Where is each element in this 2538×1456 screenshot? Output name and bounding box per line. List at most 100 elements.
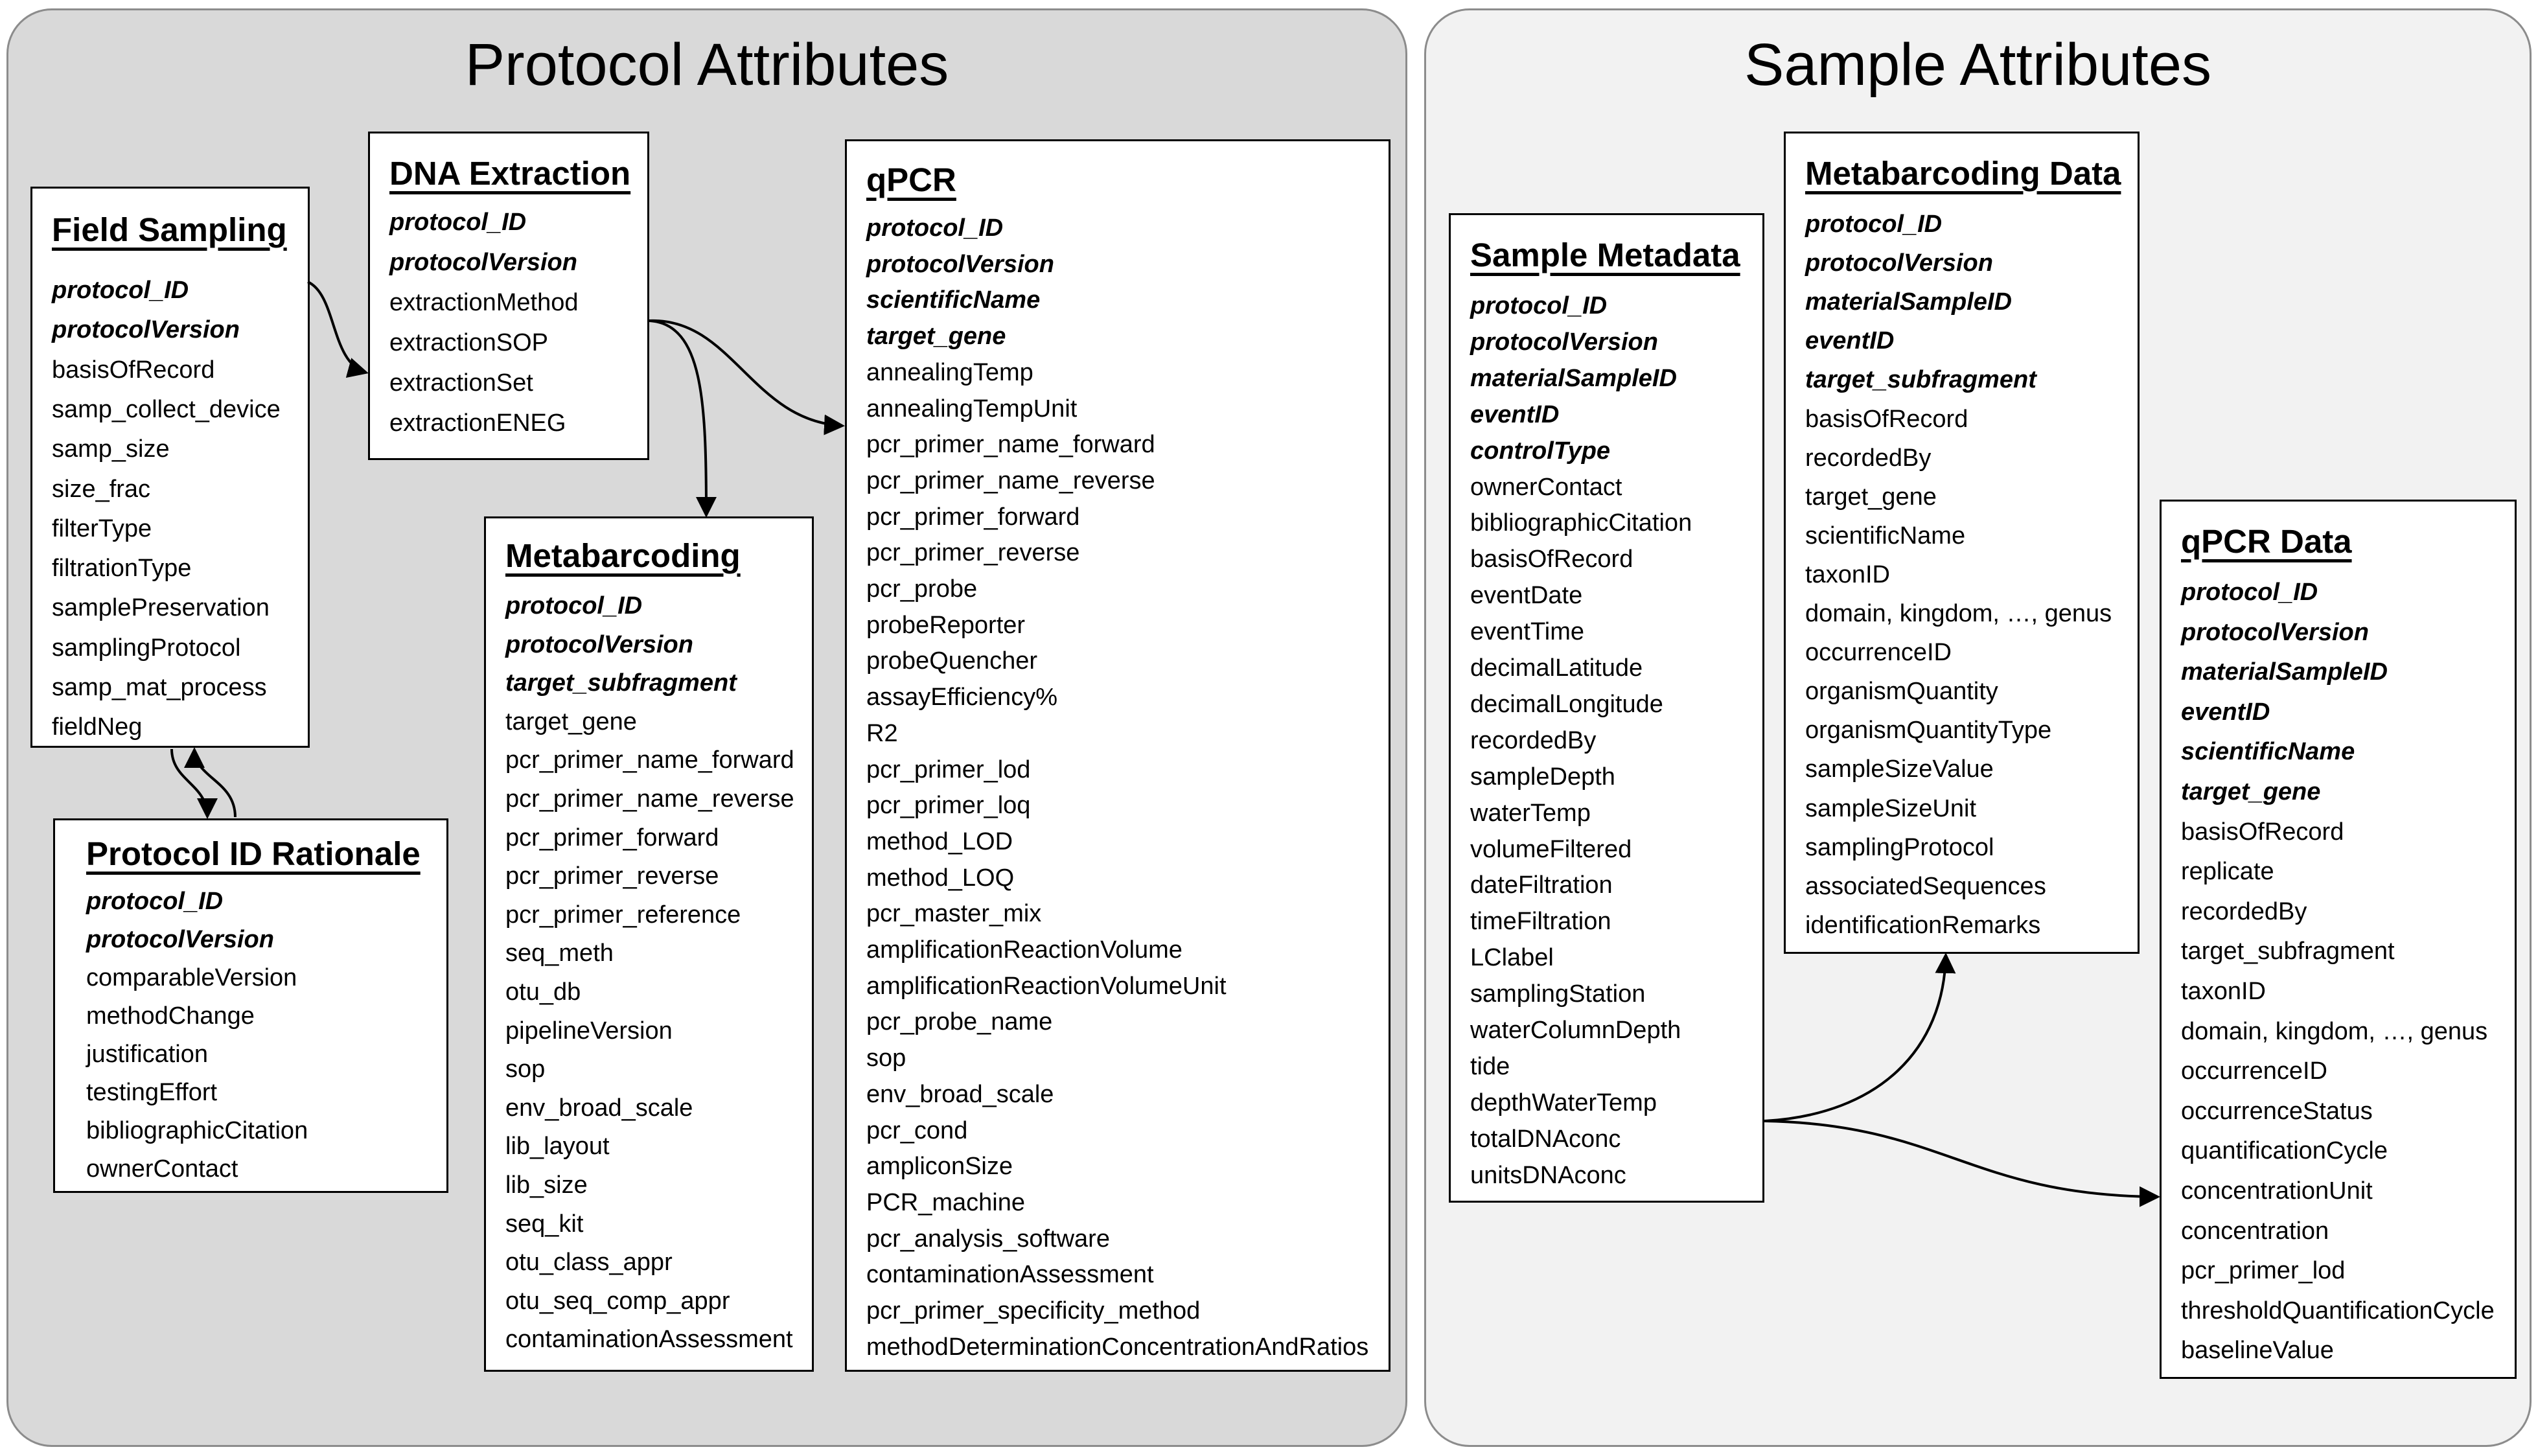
key-field: target_gene — [2181, 778, 2321, 805]
attribute-field: R2 — [866, 719, 898, 747]
attribute-field: tide — [1470, 1052, 1510, 1080]
attribute-field: pcr_primer_name_reverse — [505, 785, 794, 813]
attribute-field: quantificationCycle — [2181, 1137, 2388, 1165]
attribute-field: pcr_cond — [866, 1116, 968, 1144]
key-field: protocolVersion — [389, 249, 577, 276]
arrow-field-sampling-to-rationale — [170, 748, 218, 819]
attribute-field: target_gene — [1805, 483, 1937, 511]
attribute-field: env_broad_scale — [505, 1094, 693, 1122]
attribute-field: unitsDNAconc — [1470, 1161, 1626, 1189]
arrow-dna-extraction-to-metabarcoding — [649, 319, 717, 518]
attribute-field: extractionMethod — [389, 289, 579, 316]
attribute-field: dateFiltration — [1470, 872, 1613, 899]
key-field: protocolVersion — [505, 630, 693, 658]
attribute-field: occurrenceStatus — [2181, 1097, 2373, 1125]
attribute-field: samplingProtocol — [1805, 833, 1994, 861]
attribute-field: scientificName — [1805, 522, 1966, 549]
attribute-field: annealingTempUnit — [866, 395, 1078, 422]
attribute-field: env_broad_scale — [866, 1080, 1054, 1108]
attribute-field: pcr_primer_lod — [2181, 1257, 2346, 1285]
attribute-field: identificationRemarks — [1805, 911, 2041, 939]
attribute-field: pcr_master_mix — [866, 900, 1042, 928]
attribute-field: pcr_primer_specificity_method — [866, 1297, 1201, 1324]
key-field: protocol_ID — [866, 214, 1004, 242]
attribute-field: sampleSizeUnit — [1805, 794, 1976, 822]
qpcr-data-title: qPCR Data — [2181, 523, 2352, 560]
key-field: target_subfragment — [505, 669, 737, 697]
arrow-dna-extraction-to-qpcr — [649, 319, 845, 435]
attribute-field: pipelineVersion — [505, 1017, 673, 1045]
key-field: protocolVersion — [1805, 249, 1993, 277]
key-field: target_subfragment — [1805, 366, 2036, 394]
attribute-field: fieldNeg — [52, 713, 143, 741]
attribute-field: otu_db — [505, 978, 581, 1006]
metabarcoding-data-title: Metabarcoding Data — [1805, 155, 2121, 192]
attribute-field: annealingTemp — [866, 358, 1033, 386]
attribute-field: amplificationReactionVolume — [866, 936, 1182, 964]
attribute-field: recordedBy — [2181, 897, 2307, 925]
attribute-field: associatedSequences — [1805, 872, 2046, 900]
attribute-field: method_LOQ — [866, 864, 1015, 892]
attribute-field: otu_class_appr — [505, 1249, 673, 1277]
attribute-field: samplingProtocol — [52, 634, 241, 662]
attribute-field: decimalLatitude — [1470, 654, 1643, 682]
attribute-field: basisOfRecord — [2181, 818, 2344, 846]
attribute-field: seq_meth — [505, 940, 614, 967]
attribute-field: LClabel — [1470, 944, 1554, 972]
attribute-field: sampleSizeValue — [1805, 756, 1994, 783]
attribute-field: sop — [505, 1056, 546, 1083]
sample-metadata-title: Sample Metadata — [1470, 237, 1740, 273]
key-field: protocol_ID — [86, 888, 224, 915]
attribute-field: assayEfficiency% — [866, 684, 1057, 711]
attribute-field: seq_kit — [505, 1210, 584, 1238]
attribute-field: samp_mat_process — [52, 674, 267, 701]
attribute-field: taxonID — [1805, 560, 1890, 588]
attribute-field: methodChange — [86, 1002, 255, 1030]
key-field: target_gene — [866, 323, 1006, 351]
attribute-field: totalDNAconc — [1470, 1125, 1621, 1153]
key-field: protocolVersion — [866, 250, 1054, 278]
key-field: controlType — [1470, 437, 1611, 465]
arrow-rationale-to-field-sampling — [184, 747, 236, 818]
attribute-field: target_gene — [505, 708, 637, 735]
attribute-field: pcr_primer_forward — [505, 824, 719, 851]
attribute-field: method_LOD — [866, 827, 1013, 855]
key-field: protocol_ID — [1470, 292, 1608, 319]
attribute-field: pcr_primer_reverse — [866, 539, 1080, 567]
attribute-field: basisOfRecord — [1470, 546, 1633, 573]
attribute-field: replicate — [2181, 858, 2274, 886]
attribute-field: waterTemp — [1470, 799, 1591, 827]
attribute-field: size_frac — [52, 475, 151, 503]
key-field: protocol_ID — [2181, 579, 2318, 606]
attribute-field: bibliographicCitation — [86, 1117, 308, 1144]
attribute-field: basisOfRecord — [1805, 405, 1968, 433]
attribute-field: sampleDepth — [1470, 763, 1615, 791]
attribute-field: ampliconSize — [866, 1153, 1013, 1181]
key-field: eventID — [1470, 400, 1560, 428]
attribute-field: bibliographicCitation — [1470, 509, 1692, 537]
attribute-field: organismQuantityType — [1805, 717, 2052, 745]
attribute-field: pcr_primer_reverse — [505, 862, 719, 890]
key-field: protocolVersion — [2181, 618, 2369, 646]
attribute-field: occurrenceID — [1805, 639, 1952, 667]
attribute-field: occurrenceID — [2181, 1057, 2327, 1085]
key-field: materialSampleID — [1805, 288, 2012, 316]
attribute-field: pcr_primer_loq — [866, 792, 1031, 820]
attribute-field: thresholdQuantificationCycle — [2181, 1297, 2495, 1324]
attribute-field: extractionSOP — [389, 329, 548, 356]
attribute-field: pcr_primer_name_reverse — [866, 467, 1155, 494]
attribute-field: pcr_primer_lod — [866, 756, 1031, 783]
metabarcoding-title: Metabarcoding — [505, 537, 741, 574]
key-field: scientificName — [866, 286, 1041, 314]
protocol-id-rationale-title: Protocol ID Rationale — [86, 835, 421, 872]
attribute-field: organismQuantity — [1805, 678, 1998, 706]
attribute-field: pcr_primer_name_forward — [505, 746, 794, 774]
attribute-field: lib_size — [505, 1172, 588, 1199]
attribute-field: amplificationReactionVolumeUnit — [866, 972, 1227, 1000]
